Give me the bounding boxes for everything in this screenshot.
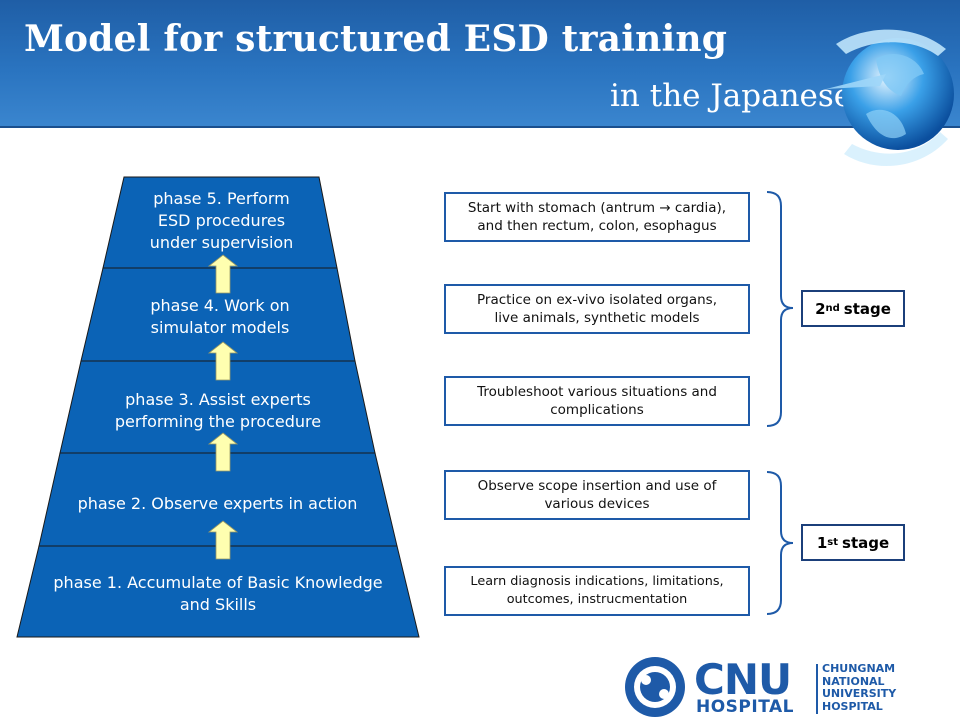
- header-banner: Model for structured ESD training in the…: [0, 0, 960, 128]
- cnu-hospital-logo: [625, 657, 685, 717]
- up-arrow-icon: [207, 432, 239, 472]
- up-arrow-icon: [207, 254, 239, 294]
- logo-side-text: CHUNGNAM NATIONAL UNIVERSITY HOSPITAL: [822, 662, 897, 713]
- logo-wordmark: CNU: [694, 655, 792, 704]
- logo-divider: [816, 664, 818, 714]
- phase-2-label: phase 2. Observe experts in action: [77, 494, 358, 513]
- description-box: Practice on ex-vivo isolated organs,live…: [444, 284, 750, 334]
- logo-hospital-text: HOSPITAL: [696, 697, 794, 717]
- up-arrow-icon: [207, 520, 239, 560]
- description-box: Start with stomach (antrum → cardia),and…: [444, 192, 750, 242]
- phase-4-label: phase 4. Work on simulator models: [150, 296, 290, 337]
- pyramid-level-1: [16, 545, 420, 638]
- slide-title: Model for structured ESD training: [24, 18, 728, 60]
- description-box: Learn diagnosis indications, limitations…: [444, 566, 750, 616]
- bracket-2nd-stage: [766, 191, 794, 427]
- up-arrow-icon: [207, 341, 239, 381]
- slide-subtitle: in the Japanese: [610, 78, 853, 114]
- globe-icon: [826, 29, 954, 166]
- phase-3-label: phase 3. Assist experts performing the p…: [114, 390, 322, 431]
- bracket-1st-stage: [766, 471, 794, 615]
- phase-5-label: phase 5. Perform ESD procedures under su…: [149, 189, 294, 252]
- phase-1-label: phase 1. Accumulate of Basic Knowledge a…: [53, 573, 383, 614]
